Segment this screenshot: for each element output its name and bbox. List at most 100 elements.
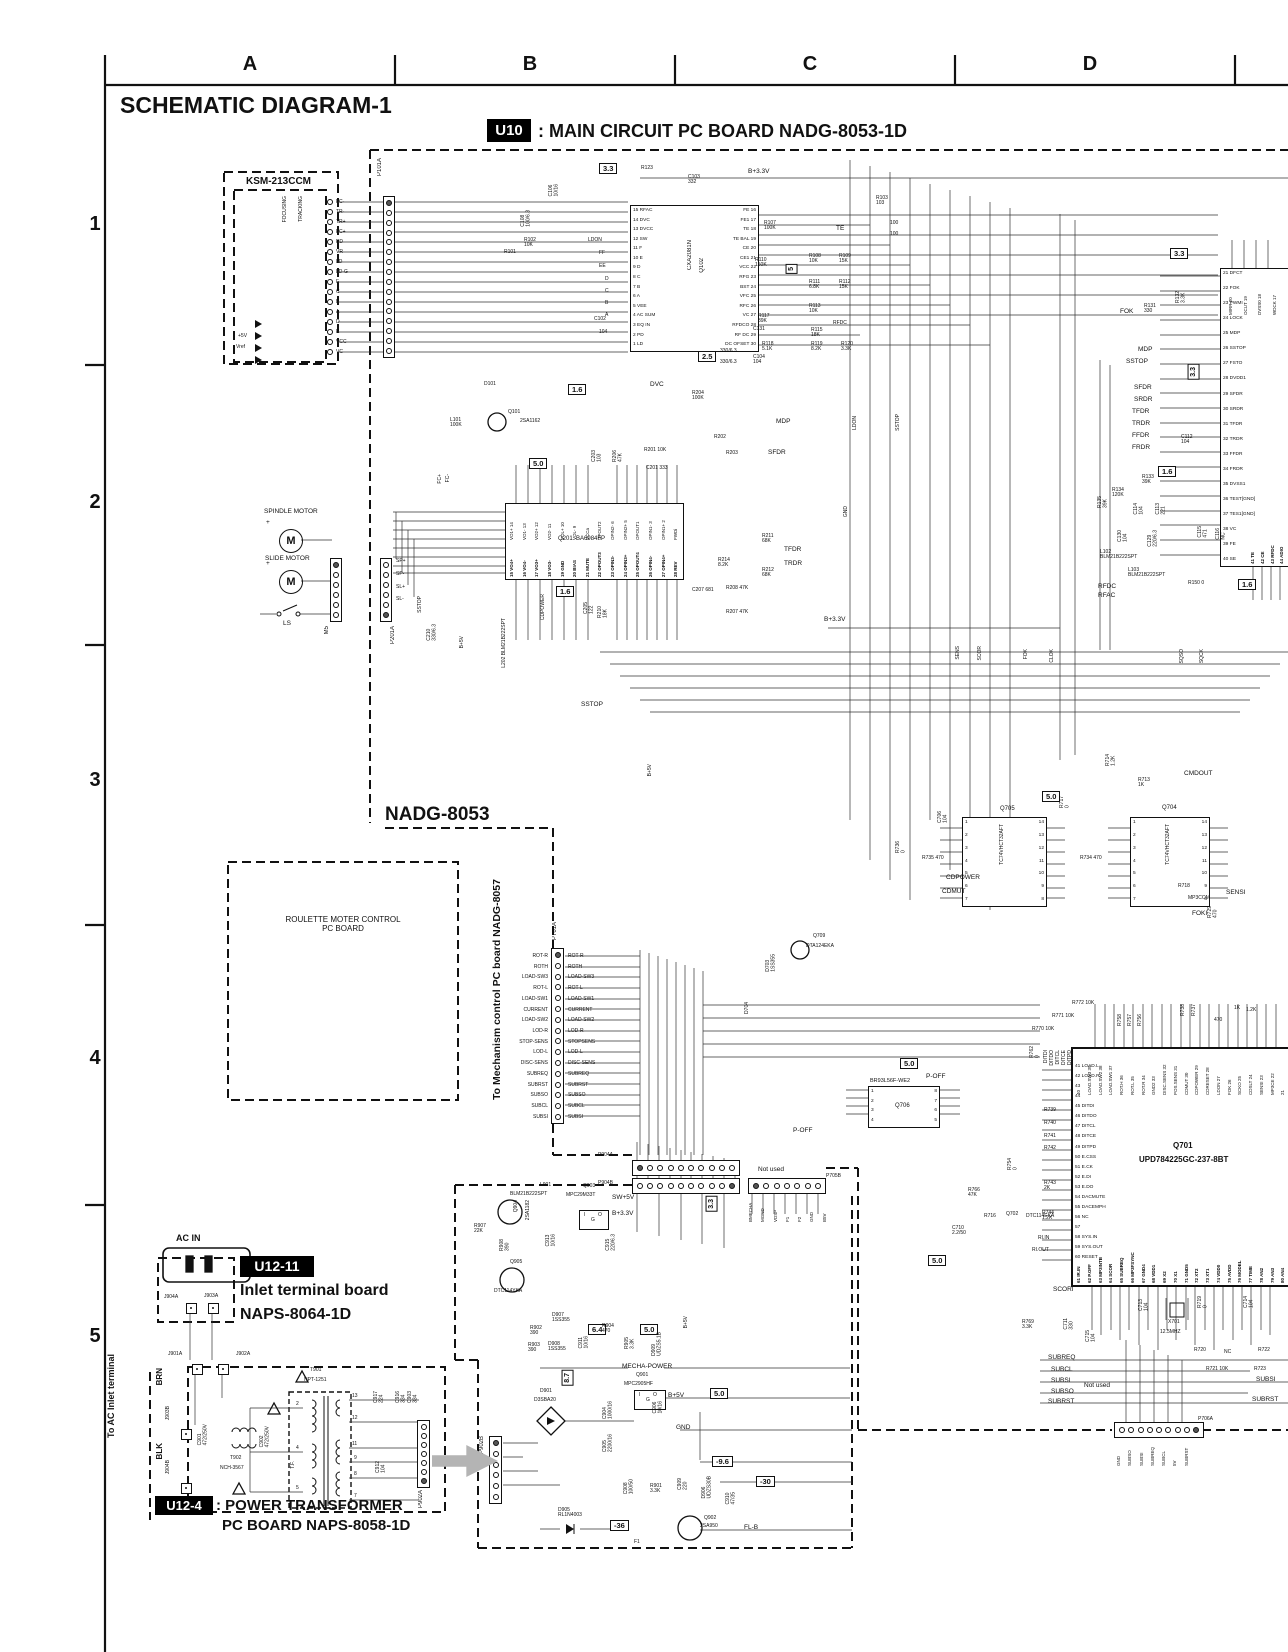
ic-q701-ref: Q701 xyxy=(1173,1141,1193,1150)
label: R118 5.1K xyxy=(762,341,774,353)
label: TRDR xyxy=(784,560,803,567)
label: SENS xyxy=(955,646,961,660)
label: D3SBA20 xyxy=(534,1397,556,1403)
label: DTC114YKA xyxy=(494,1288,523,1294)
label: R111 6.8K xyxy=(809,279,821,291)
label: R133 39K xyxy=(1142,474,1154,486)
label: R212 68K xyxy=(762,567,774,579)
label: LDON xyxy=(852,416,858,430)
label: C112 104 xyxy=(1181,434,1193,446)
label: FF xyxy=(599,250,606,256)
label: FRDR xyxy=(1132,444,1151,451)
label: 8 xyxy=(354,1471,357,1477)
main-board-label: NADG-8053 xyxy=(385,804,490,825)
ic-q705-ref: Q705 xyxy=(1000,806,1015,812)
label: D101 xyxy=(484,381,496,387)
label: R108 10K xyxy=(809,253,821,265)
label: BRN xyxy=(155,1368,164,1386)
label: C910 47/35 xyxy=(725,1492,737,1505)
label: SUBSI xyxy=(1256,1376,1276,1383)
label: 4 xyxy=(296,1445,299,1451)
ic-q704-ref: Q704 xyxy=(1162,805,1177,811)
label: C714 104 xyxy=(1243,1296,1255,1308)
connector-p201a xyxy=(380,558,392,622)
label: C xyxy=(605,288,609,294)
u12-4-tag: U12-4 xyxy=(155,1496,213,1515)
u12-11-line2: NAPS-8064-1D xyxy=(240,1306,352,1323)
label: R739 xyxy=(1044,1107,1056,1113)
connector-p101a xyxy=(383,196,395,358)
label: SUBCL xyxy=(1051,1366,1073,1373)
label: 3.3 xyxy=(1170,248,1189,260)
label: R771 10K xyxy=(1052,1013,1075,1019)
label: C102 xyxy=(594,316,606,322)
label: C912 104 xyxy=(375,1461,387,1473)
label: + xyxy=(266,519,270,526)
label: FOKI xyxy=(1192,910,1208,917)
label: SCOR xyxy=(977,646,983,661)
label: 8.7 xyxy=(562,1370,574,1386)
regulator-q903-box xyxy=(579,1210,609,1230)
label: R714 1.2K xyxy=(1105,754,1117,766)
label: 2.5 xyxy=(698,351,717,363)
label: R772 10K xyxy=(1072,1000,1095,1006)
label: + xyxy=(266,560,270,567)
roulette-board-label: ROULETTE MOTER CONTROL PC BOARD xyxy=(285,915,401,933)
label: 3.3 xyxy=(599,163,618,175)
label: 100 xyxy=(890,220,899,226)
label: D906 UDZS30B xyxy=(701,1476,713,1499)
connector-p904a-label: P904A xyxy=(598,1152,614,1158)
label: R901 3.3K xyxy=(650,1483,662,1495)
label: MP3COM xyxy=(1188,895,1210,901)
label: R112 15K xyxy=(839,279,851,291)
label: DVC xyxy=(650,381,664,388)
label: R908 390 xyxy=(499,1239,511,1251)
label: LDON xyxy=(588,237,602,243)
u10-tag: U10 xyxy=(487,119,531,142)
label: B+3.3V xyxy=(824,616,846,623)
label: 12.5MHZ xyxy=(1160,1329,1181,1335)
label: SSTOP xyxy=(417,596,423,613)
label: 2SA950 xyxy=(700,1523,718,1529)
label: R713 1K xyxy=(1138,777,1150,789)
wire-net xyxy=(189,160,1288,1531)
label: R115 18K xyxy=(811,327,823,339)
label: EE xyxy=(599,263,606,269)
label: GND xyxy=(676,1424,691,1431)
label: TFDR xyxy=(1132,408,1150,415)
label: Q101 xyxy=(508,409,521,415)
label: R736 0 xyxy=(895,841,907,853)
label: R762 0 xyxy=(1029,1046,1041,1058)
label: FL-B xyxy=(744,1524,759,1531)
label: B+5V xyxy=(459,636,465,649)
label: -30 xyxy=(756,1476,775,1488)
label: C205 122 xyxy=(583,602,595,614)
label: B+5V xyxy=(668,1392,685,1399)
ic-q701-name: UPD784225GC-237-8BT xyxy=(1139,1155,1229,1164)
label: CMDOUT xyxy=(1184,770,1213,777)
label: SSTOP xyxy=(1126,358,1148,365)
label: Q904 xyxy=(513,1200,519,1213)
label: C710 2.2/50 xyxy=(952,1225,966,1237)
label: SCORI xyxy=(1053,1286,1074,1293)
label: 330/6.3 xyxy=(720,348,737,354)
label: O xyxy=(653,1392,657,1398)
label: L901 xyxy=(540,1182,552,1188)
label: R101 xyxy=(504,249,516,255)
label: R204 100K xyxy=(692,390,704,402)
label: BLK xyxy=(155,1443,164,1460)
label: R904 470 xyxy=(602,1323,614,1335)
label: -9.6 xyxy=(712,1456,733,1468)
label: C114 104 xyxy=(1133,503,1145,515)
label: C715 104 xyxy=(1085,1330,1097,1342)
label: 5.0 xyxy=(900,1058,919,1070)
u12-11-line1: Inlet terminal board xyxy=(240,1282,389,1299)
connector-p902a xyxy=(417,1420,430,1488)
ic-q102-ref: Q102 xyxy=(699,258,705,273)
label: R132 3.3K xyxy=(1175,291,1187,303)
